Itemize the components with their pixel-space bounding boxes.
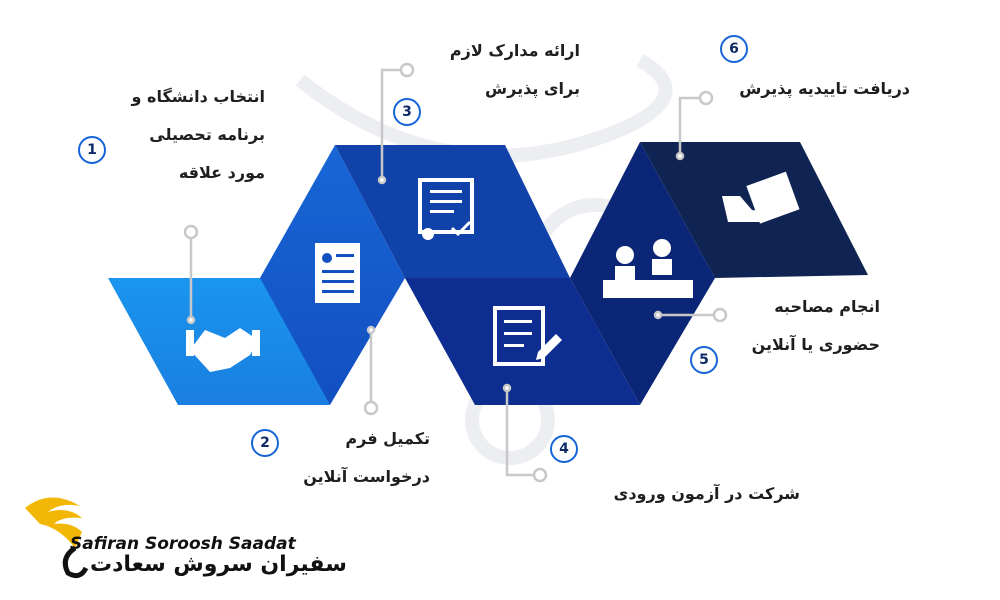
step-6-label: دریافت تاییدیه پذیرش — [720, 70, 910, 108]
step-4-line-1: شرکت در آزمون ورودی — [613, 484, 800, 503]
step-1-label: انتخاب دانشگاه و برنامه تحصیلی مورد علاق… — [110, 78, 265, 192]
step-5-line-1: انجام مصاحبه — [774, 297, 880, 316]
brand-name-fa: سفیران سروش سعادت — [90, 552, 347, 577]
step-3-line-1: ارائه مدارک لازم — [449, 41, 580, 60]
step-6-line-1: دریافت تاییدیه پذیرش — [739, 79, 910, 98]
step-1-number: 1 — [78, 136, 106, 164]
step-3-line-2: برای پذیرش — [485, 79, 580, 98]
handshake-icon — [186, 328, 260, 372]
acceptance-icon — [722, 171, 800, 224]
step-5-panel — [570, 142, 715, 405]
step-4-panel — [405, 278, 640, 405]
step-1-line-2: برنامه تحصیلی — [149, 125, 265, 144]
exam-icon — [493, 306, 562, 366]
step-3-number: 3 — [393, 98, 421, 126]
step-2-number: 2 — [251, 429, 279, 457]
step-5-number: 5 — [690, 346, 718, 374]
form-icon — [315, 243, 360, 303]
certificate-icon — [418, 178, 474, 240]
step-3-label: ارائه مدارک لازم برای پذیرش — [440, 32, 580, 108]
interview-icon — [603, 239, 693, 298]
step-1-line-1: انتخاب دانشگاه و — [131, 87, 265, 106]
step-4-label: شرکت در آزمون ورودی — [600, 475, 800, 513]
step-2-line-1: تکمیل فرم — [345, 429, 430, 448]
step-4-number: 4 — [550, 435, 578, 463]
brand-name-en: Safiran Soroosh Saadat — [70, 534, 296, 554]
step-5-line-2: حضوری یا آنلاین — [751, 335, 880, 354]
step-2-label: تکمیل فرم درخواست آنلاین — [290, 420, 430, 496]
step-5-label: انجام مصاحبه حضوری یا آنلاین — [735, 288, 880, 364]
brand-logo — [25, 497, 89, 579]
step-6-number: 6 — [720, 35, 748, 63]
step-2-line-2: درخواست آنلاین — [303, 467, 430, 486]
step-6-panel — [640, 142, 868, 278]
step-1-line-3: مورد علاقه — [178, 163, 265, 182]
connectors — [183, 62, 728, 483]
